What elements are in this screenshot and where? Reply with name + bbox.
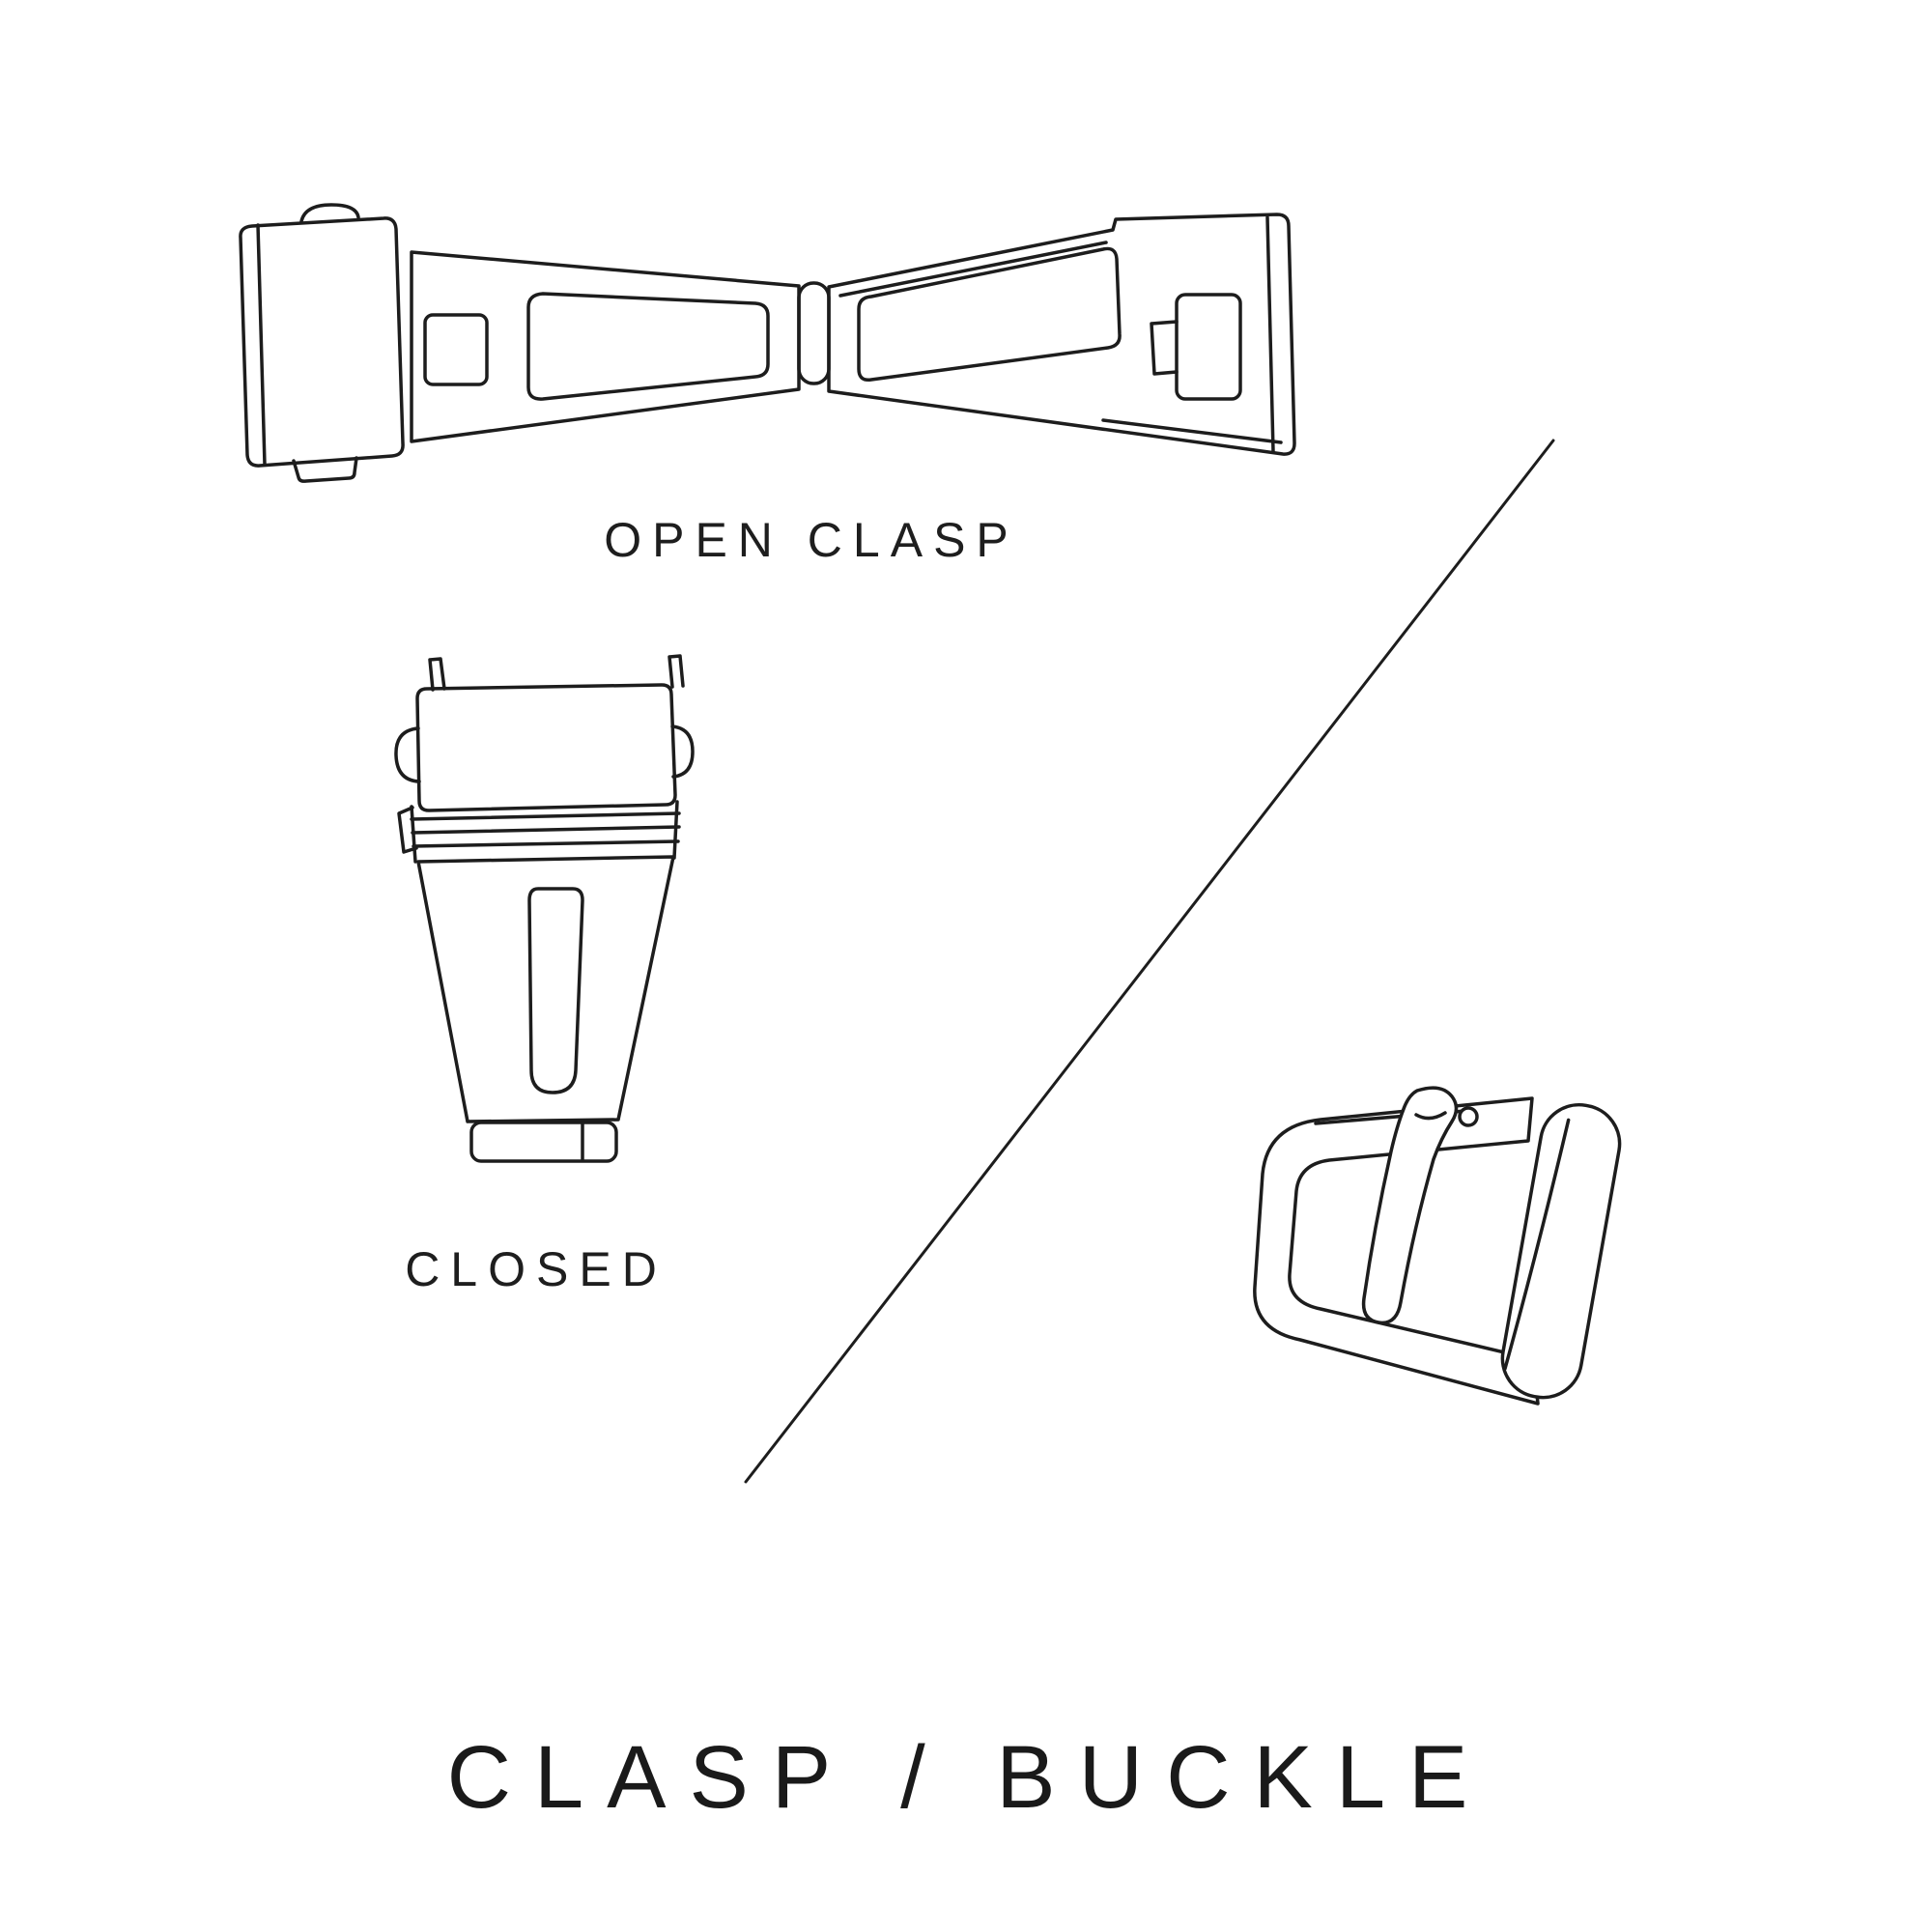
closed-clasp-label: CLOSED (405, 1242, 668, 1296)
open-clasp-illustration (239, 203, 1296, 483)
open-clasp-label: OPEN CLASP (604, 513, 1019, 567)
closed-clasp-illustration (394, 654, 695, 1163)
divider-line (744, 439, 1555, 1484)
buckle-illustration (1253, 1086, 1622, 1406)
page-title: CLASP / BUCKLE (446, 1728, 1492, 1827)
